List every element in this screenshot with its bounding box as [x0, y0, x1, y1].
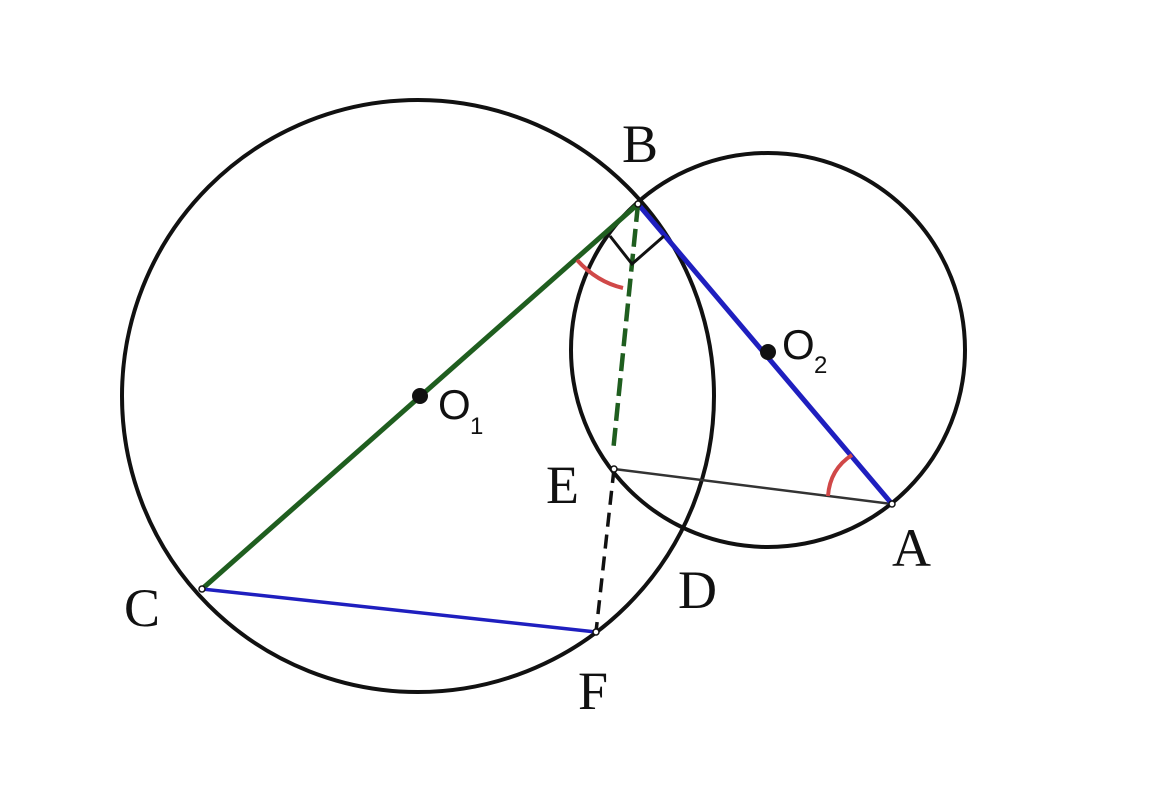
- segment-cf: [201, 587, 597, 634]
- segment-ea: [613, 467, 893, 506]
- center-point-o2: [760, 344, 776, 360]
- angle-arc-a: [826, 453, 854, 497]
- vertex-dot-e: [610, 465, 618, 473]
- circle-o2: [569, 151, 967, 549]
- segment-ef-dashed: [594, 468, 616, 633]
- label-b: B: [622, 114, 658, 174]
- label-e: E: [546, 455, 579, 515]
- center-point-o1: [412, 388, 428, 404]
- angle-arc-b: [575, 258, 624, 290]
- segment-be-dashed: [610, 203, 641, 453]
- vertex-dot-a: [888, 500, 896, 508]
- angle-mark-b: [608, 234, 665, 267]
- label-o2-subscript: 2: [814, 352, 827, 379]
- label-o2: O: [782, 321, 815, 368]
- label-d: D: [678, 560, 717, 620]
- label-f: F: [578, 661, 608, 721]
- label-o1: O: [438, 381, 471, 428]
- label-a: A: [892, 518, 931, 578]
- label-c: C: [124, 578, 160, 638]
- vertex-dot-f: [592, 628, 600, 636]
- vertex-dot-b: [634, 200, 642, 208]
- vertex-dot-c: [198, 585, 206, 593]
- circle-o1: [120, 98, 716, 694]
- label-o1-subscript: 1: [470, 413, 483, 440]
